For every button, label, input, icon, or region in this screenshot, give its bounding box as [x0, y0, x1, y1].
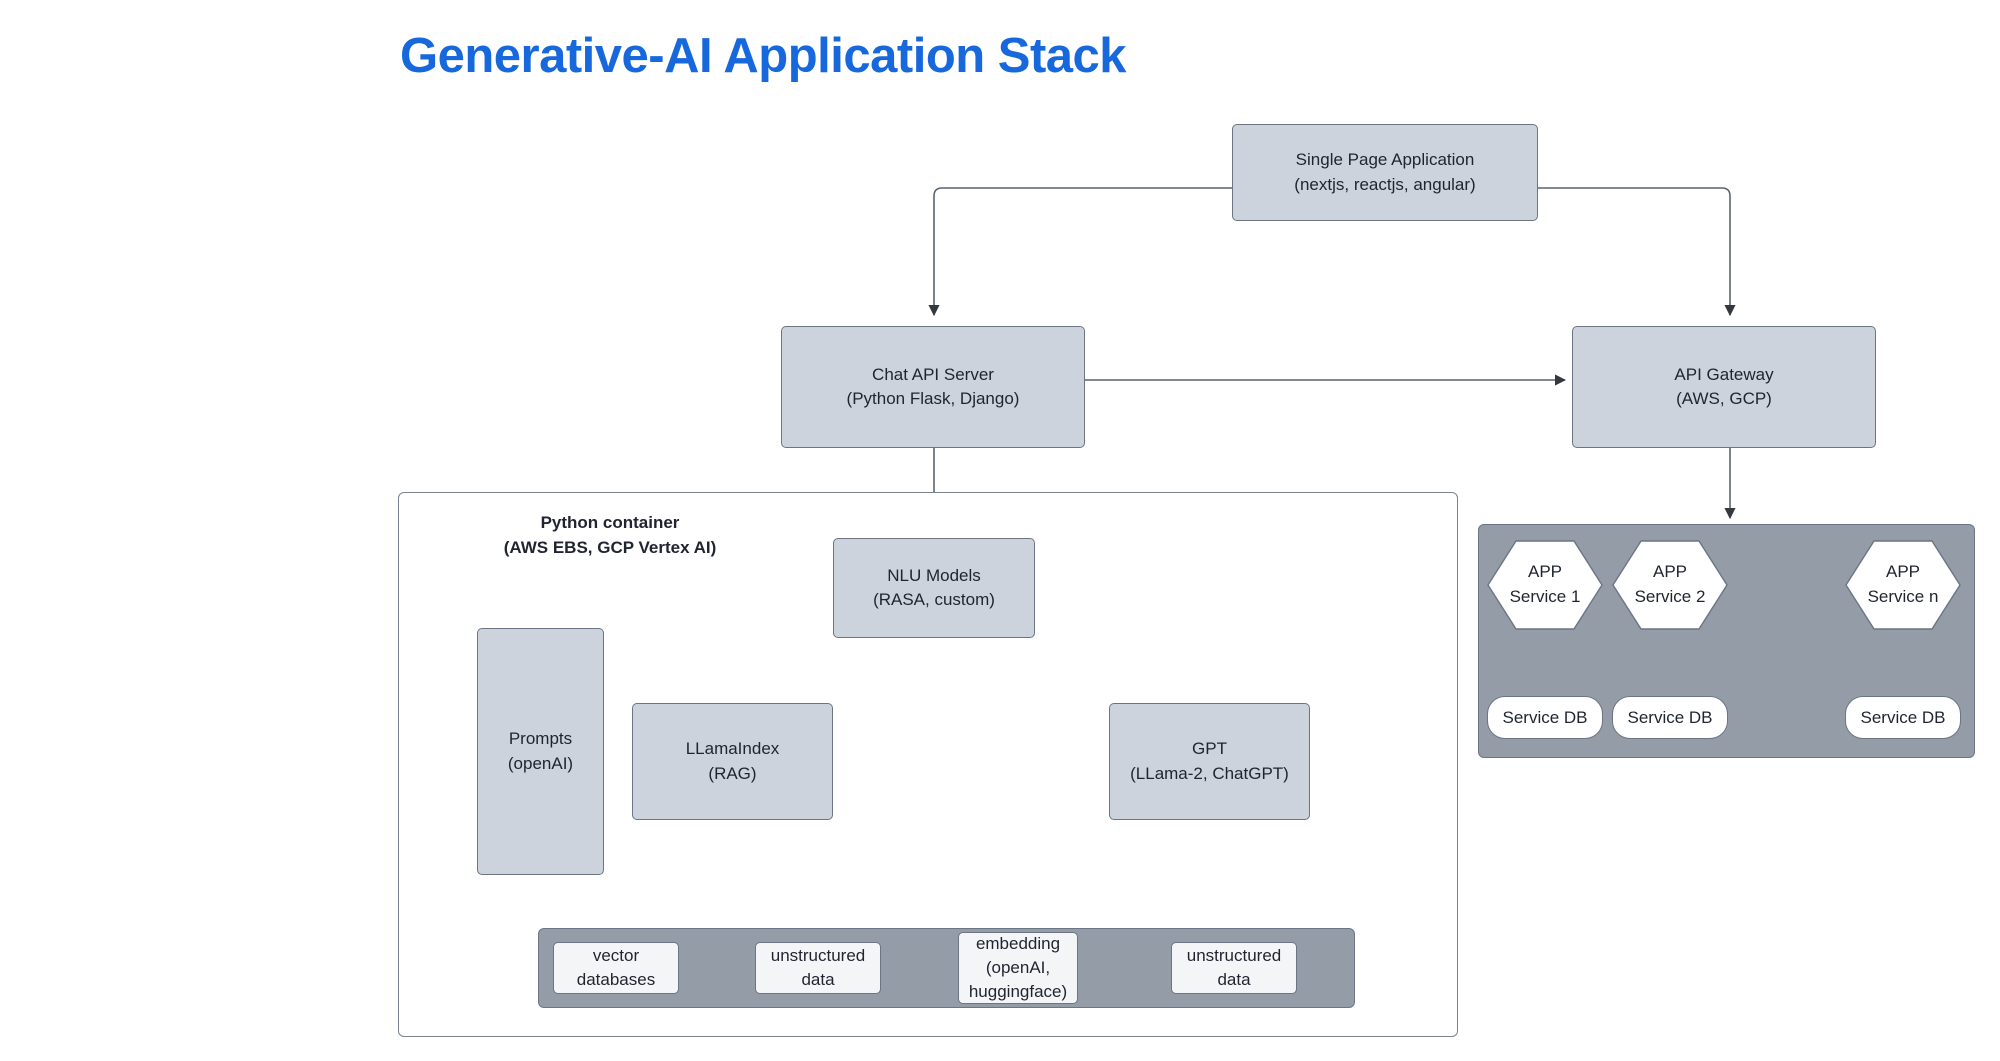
pill-service-db-n[interactable]: Service DB — [1845, 696, 1961, 739]
node-single-page-application[interactable]: Single Page Application (nextjs, reactjs… — [1232, 124, 1538, 221]
gpt-line2: (LLama-2, ChatGPT) — [1130, 763, 1289, 783]
hex-app-service-2-wrap[interactable]: APP Service 2 — [1612, 540, 1728, 630]
python-container-label-line2: (AWS EBS, GCP Vertex AI) — [503, 537, 717, 557]
service-db-n-label: Service DB — [1860, 707, 1946, 727]
app-service-n-line1: APP — [1885, 562, 1921, 582]
pill-service-db-2[interactable]: Service DB — [1612, 696, 1728, 739]
hex-app-service-1-wrap[interactable]: APP Service 1 — [1487, 540, 1603, 630]
unstructured-data-2-line2: data — [1217, 970, 1251, 989]
edge-spa-to-chat-api — [928, 187, 1232, 317]
hex-app-service-n-wrap[interactable]: APP Service n — [1845, 540, 1961, 630]
node-api-gateway[interactable]: API Gateway (AWS, GCP) — [1572, 326, 1876, 448]
nlu-line2: (RASA, custom) — [873, 590, 995, 609]
app-service-n-line2: Service n — [1867, 587, 1939, 606]
node-gpt[interactable]: GPT (LLama-2, ChatGPT) — [1109, 703, 1310, 820]
service-db-1-label: Service DB — [1502, 707, 1588, 727]
node-nlu-models[interactable]: NLU Models (RASA, custom) — [833, 538, 1035, 638]
pill-service-db-1[interactable]: Service DB — [1487, 696, 1603, 739]
app-service-n-label: APP Service n — [1845, 540, 1961, 630]
vector-databases-line2: databases — [576, 970, 656, 989]
embedding-line1: embedding — [975, 933, 1061, 953]
hexagon-shape-n — [1845, 540, 1961, 630]
node-prompts[interactable]: Prompts (openAI) — [477, 628, 604, 875]
app-service-2-line2: Service 2 — [1634, 587, 1706, 606]
llamaindex-line2: (RAG) — [708, 763, 757, 783]
spa-line2: (nextjs, reactjs, angular) — [1294, 174, 1476, 194]
data-cell-unstructured-data-2[interactable]: unstructured data — [1171, 942, 1297, 994]
data-cell-embedding[interactable]: embedding (openAI, huggingface) — [958, 932, 1078, 1004]
node-llamaindex[interactable]: LLamaIndex (RAG) — [632, 703, 833, 820]
edge-spa-to-api-gateway — [1538, 187, 1736, 317]
hexagon-shape-2 — [1612, 540, 1728, 630]
prompts-line2: (openAI) — [507, 753, 574, 773]
data-cell-unstructured-data-1[interactable]: unstructured data — [755, 942, 881, 994]
app-service-1-line2: Service 1 — [1509, 587, 1581, 606]
service-db-2-label: Service DB — [1627, 707, 1713, 727]
embedding-line3: huggingface) — [968, 982, 1068, 1002]
node-chat-api-server[interactable]: Chat API Server (Python Flask, Django) — [781, 326, 1085, 448]
python-container-label-line1: Python container — [540, 513, 680, 532]
prompts-line1: Prompts — [508, 729, 573, 749]
spa-line1: Single Page Application — [1295, 150, 1475, 170]
api-gateway-line1: API Gateway — [1674, 364, 1774, 384]
page-title: Generative-AI Application Stack — [400, 29, 1127, 83]
unstructured-data-1-line2: data — [801, 970, 835, 989]
unstructured-data-1-line1: unstructured — [770, 945, 866, 965]
app-service-2-line1: APP — [1652, 562, 1688, 582]
nlu-line1: NLU Models — [887, 565, 981, 585]
app-service-1-label: APP Service 1 — [1487, 540, 1603, 630]
embedding-line2: (openAI, — [985, 957, 1051, 977]
vector-databases-line1: vector — [592, 945, 640, 965]
app-service-2-label: APP Service 2 — [1612, 540, 1728, 630]
python-container-label: Python container (AWS EBS, GCP Vertex AI… — [470, 511, 750, 560]
gpt-line1: GPT — [1192, 739, 1227, 759]
llamaindex-line1: LLamaIndex — [685, 739, 780, 759]
chat-api-line1: Chat API Server — [872, 364, 994, 384]
chat-api-line2: (Python Flask, Django) — [846, 389, 1020, 408]
unstructured-data-2-line1: unstructured — [1186, 945, 1282, 965]
api-gateway-line2: (AWS, GCP) — [1676, 389, 1772, 408]
data-cell-vector-databases[interactable]: vector databases — [553, 942, 679, 994]
hexagon-shape-1 — [1487, 540, 1603, 630]
app-service-1-line1: APP — [1527, 562, 1563, 582]
